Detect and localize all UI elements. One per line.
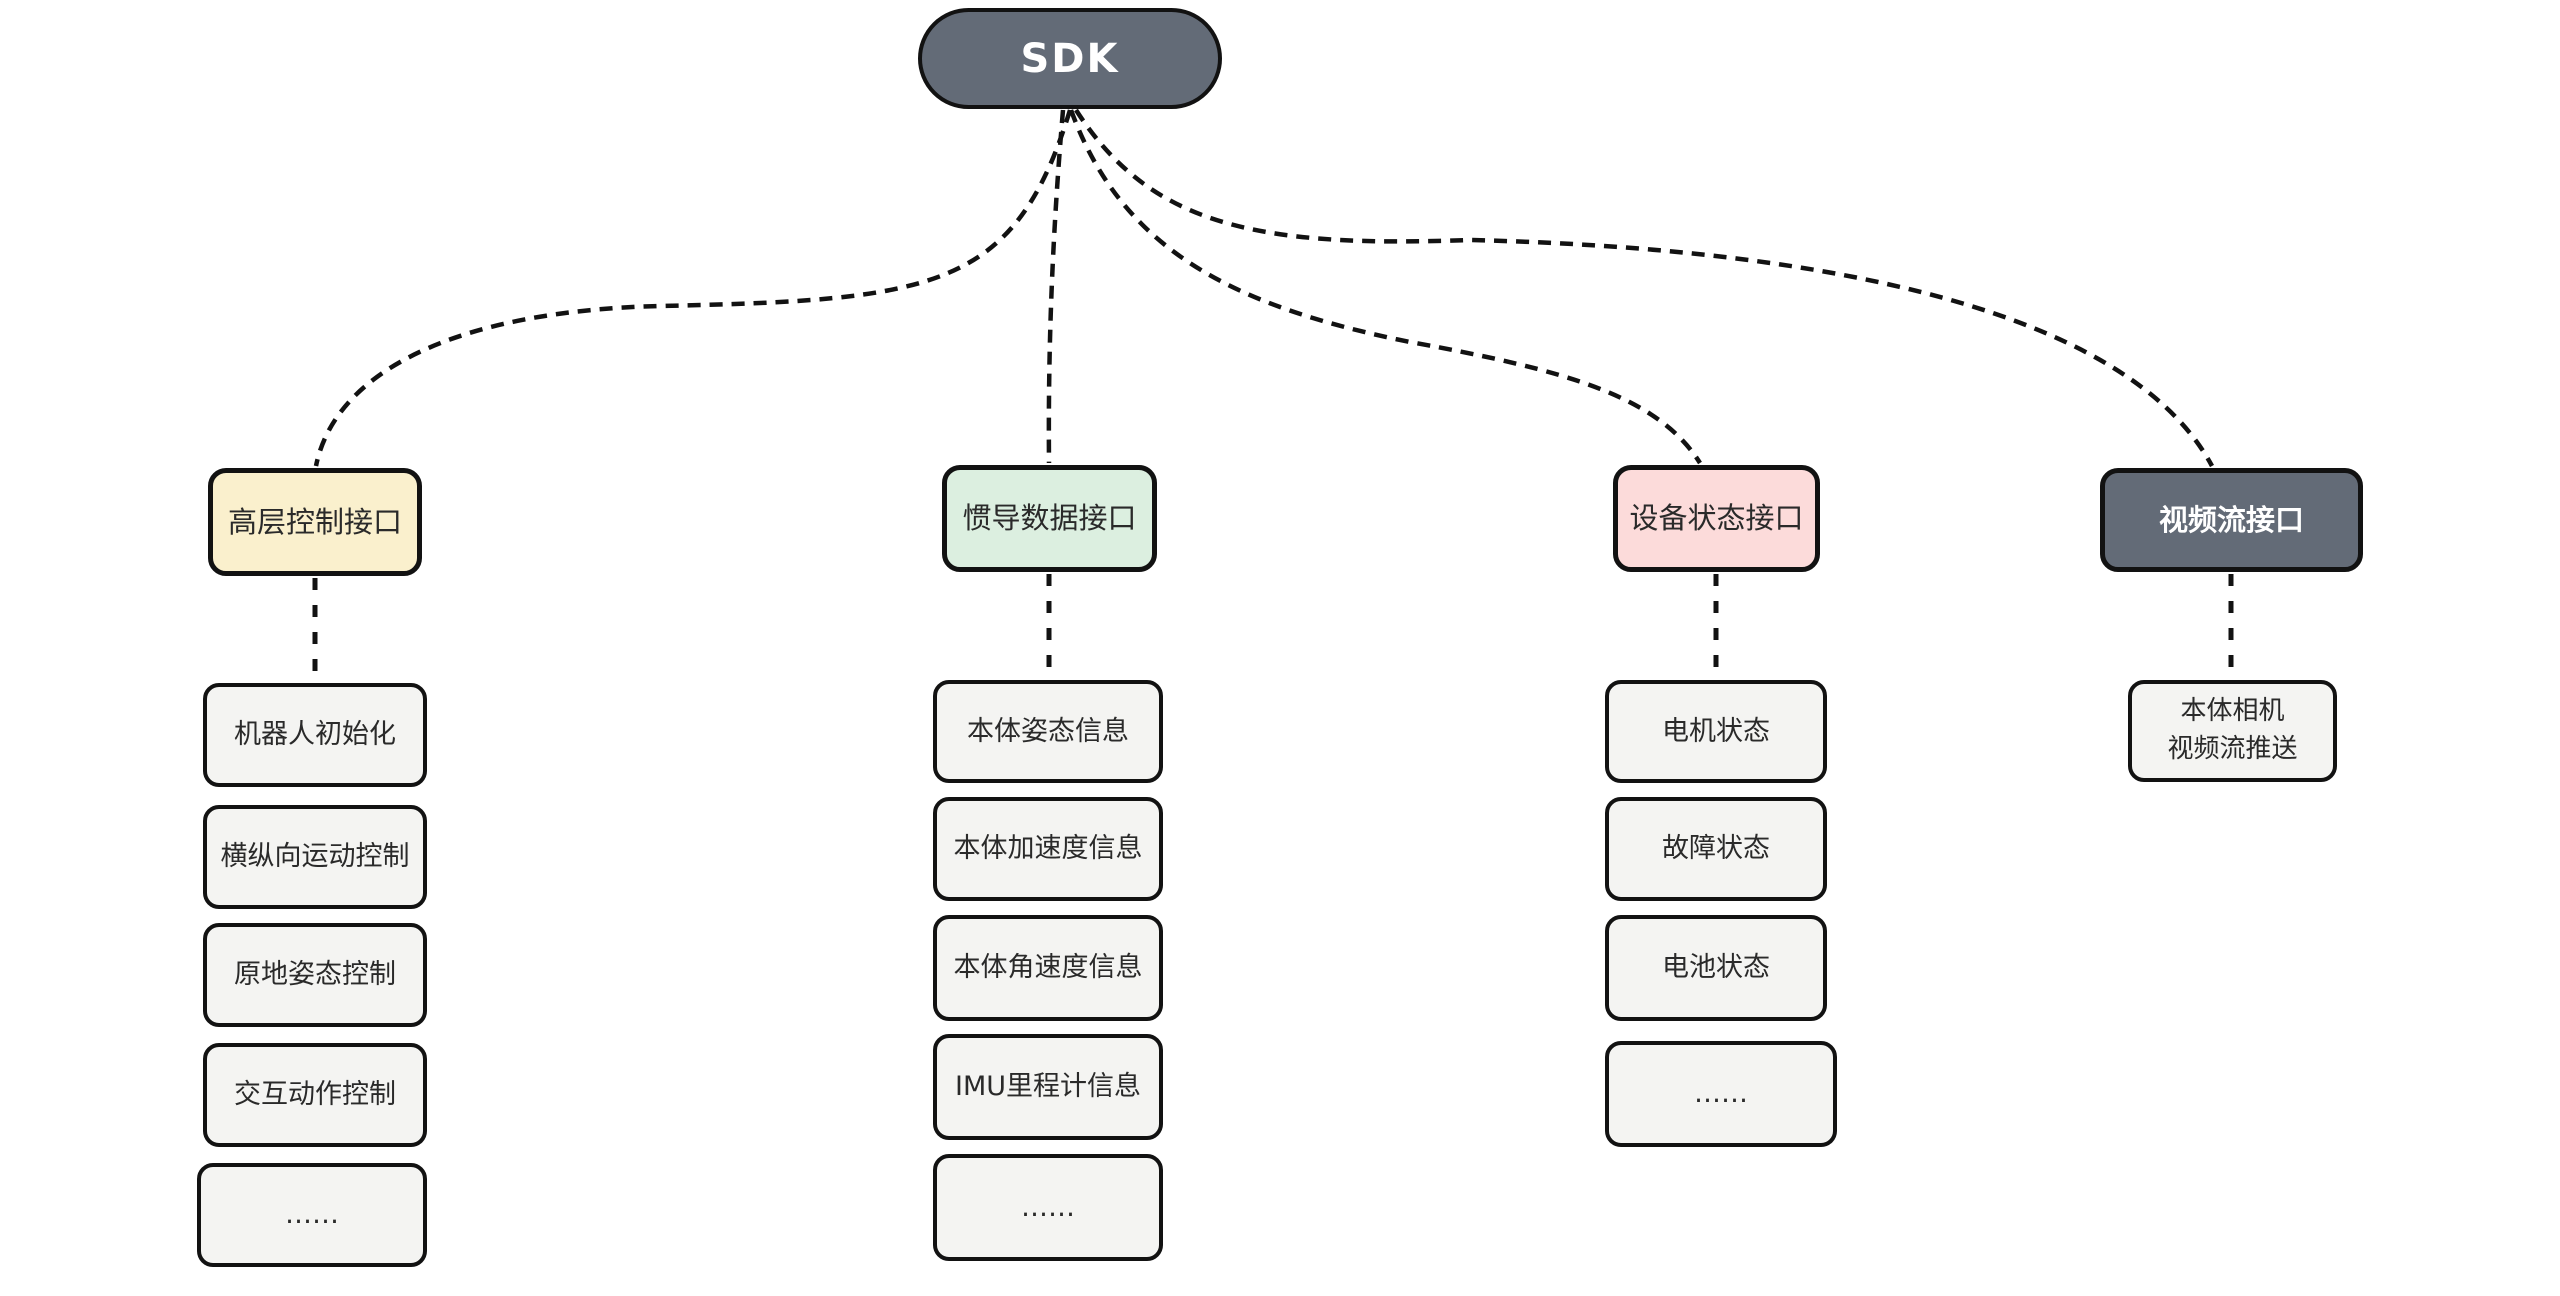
node-imu-odometry-info: IMU里程计信息 — [933, 1034, 1163, 1140]
node-fault-status: 故障状态 — [1605, 797, 1827, 901]
node-imu-ellipsis: …… — [933, 1154, 1163, 1261]
node-body-acceleration-info: 本体加速度信息 — [933, 797, 1163, 901]
link-sdk-to-video-stream — [1074, 108, 2214, 468]
node-body-angular-velocity-info: 本体角速度信息 — [933, 915, 1163, 1021]
node-high-level-control-interface: 高层控制接口 — [208, 468, 422, 576]
node-video-stream-interface: 视频流接口 — [2100, 468, 2363, 572]
node-motor-status: 电机状态 — [1605, 680, 1827, 783]
node-lateral-longitudinal-motion-control: 横纵向运动控制 — [203, 805, 427, 909]
link-sdk-to-high-level-control — [313, 109, 1073, 467]
link-sdk-to-imu-data — [1046, 109, 1066, 464]
node-in-place-attitude-control: 原地姿态控制 — [203, 923, 427, 1027]
node-interactive-action-control: 交互动作控制 — [203, 1043, 427, 1147]
node-body-attitude-info: 本体姿态信息 — [933, 680, 1163, 783]
node-battery-status: 电池状态 — [1605, 915, 1827, 1021]
node-imu-data-interface: 惯导数据接口 — [942, 465, 1157, 572]
node-device-status-interface: 设备状态接口 — [1613, 465, 1820, 572]
node-device-status-ellipsis: …… — [1605, 1041, 1837, 1147]
node-sdk: SDK — [918, 8, 1222, 109]
node-high-level-ellipsis: …… — [197, 1163, 427, 1267]
node-body-camera-video-stream-push: 本体相机 视频流推送 — [2128, 680, 2337, 782]
link-sdk-to-device-status — [1068, 109, 1702, 465]
node-robot-initialization: 机器人初始化 — [203, 683, 427, 787]
